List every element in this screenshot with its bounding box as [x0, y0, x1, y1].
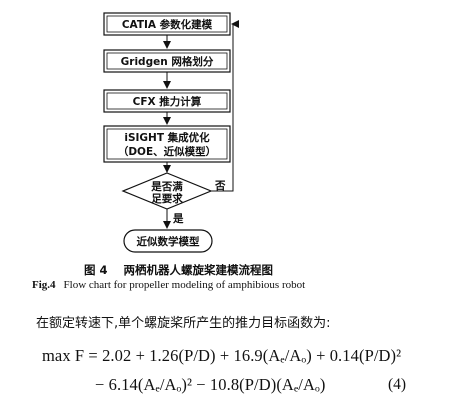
figure-caption-cn: 图 4 两栖机器人螺旋桨建模流程图 — [84, 262, 404, 278]
figure-number-cn: 图 4 — [84, 263, 108, 277]
figure-title-en: Flow chart for propeller modeling of amp… — [63, 279, 306, 291]
figure-number-en: Fig.4 — [32, 279, 56, 291]
equation-line-1: max F = 2.02 + 1.26(P/D) + 16.9(Aₑ/Aₒ) +… — [42, 346, 402, 365]
flow-decision-label-1: 是否满 — [150, 180, 183, 193]
flow-node-result: 近似数学模型 — [123, 229, 213, 253]
flow-node-cfx: CFX 推力计算 — [103, 89, 231, 113]
flow-node-gridgen-label: Gridgen 网格划分 — [121, 55, 214, 68]
flow-node-isight-label-1: iSIGHT 集成优化 — [124, 131, 210, 144]
flowchart: CATIA 参数化建模 Gridgen 网格划分 CFX 推力计算 iSIGHT… — [103, 12, 239, 253]
equation-number: (4) — [388, 376, 407, 393]
flow-node-isight: iSIGHT 集成优化 （DOE、近似模型） — [103, 125, 231, 163]
flow-decision: 是否满 足要求 — [121, 172, 213, 210]
flow-decision-label-2: 足要求 — [151, 192, 183, 205]
flow-yes-label: 是 — [172, 213, 184, 225]
body-paragraph: 在额定转速下,单个螺旋桨所产生的推力目标函数为: — [36, 316, 331, 331]
flow-node-cfx-label: CFX 推力计算 — [133, 95, 202, 108]
flow-node-result-label: 近似数学模型 — [137, 235, 200, 248]
equation-line-2: − 6.14(Aₑ/Aₒ)² − 10.8(P/D)(Aₑ/Aₒ) — [95, 375, 326, 394]
figure-title-cn: 两栖机器人螺旋桨建模流程图 — [123, 263, 274, 277]
flow-node-catia-label: CATIA 参数化建模 — [122, 18, 213, 31]
figure-caption-en: Fig.4 Flow chart for propeller modeling o… — [32, 279, 452, 291]
flow-node-isight-label-2: （DOE、近似模型） — [118, 145, 216, 158]
flow-node-catia: CATIA 参数化建模 — [103, 12, 231, 36]
flow-node-gridgen: Gridgen 网格划分 — [103, 49, 231, 73]
flow-no-label: 否 — [214, 180, 226, 192]
